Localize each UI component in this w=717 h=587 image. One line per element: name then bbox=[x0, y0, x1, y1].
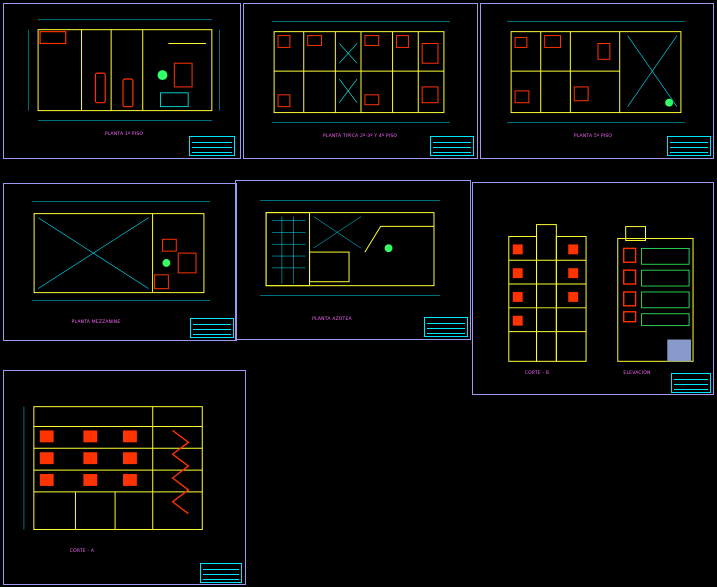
sheet-caption: PLANTA AZOTEA bbox=[312, 317, 352, 322]
sheet-planta-tipica[interactable]: PLANTA TIPICA 2º-3º Y 4º PISO bbox=[243, 3, 478, 159]
sheet-caption: PLANTA 1º PISO bbox=[104, 132, 144, 137]
sheet-corte-b-elevacion[interactable]: CORTE - B ELEVACION bbox=[472, 182, 714, 395]
sheet-caption: PLANTA TIPICA 2º-3º Y 4º PISO bbox=[322, 134, 398, 139]
floor-plan-5-drawing bbox=[507, 21, 685, 123]
sheet-planta-azotea[interactable]: PLANTA AZOTEA bbox=[235, 180, 471, 340]
title-block bbox=[430, 136, 474, 156]
sheet-caption: CORTE - A bbox=[69, 549, 95, 554]
sheet-planta-5-piso[interactable]: PLANTA 5º PISO bbox=[480, 3, 714, 159]
sheet-caption: CORTE - B bbox=[524, 371, 550, 376]
floor-plan-roof-drawing bbox=[260, 200, 440, 296]
floor-plan-mezzanine-drawing bbox=[32, 201, 210, 301]
sheet-planta-1-piso[interactable]: PLANTA 1º PISO bbox=[3, 3, 241, 159]
sheet-corte-a[interactable]: CORTE - A bbox=[3, 370, 246, 585]
title-block bbox=[200, 563, 242, 583]
title-block bbox=[671, 373, 711, 393]
title-block bbox=[424, 317, 468, 337]
sheet-caption: PLANTA MEZZANINE bbox=[71, 320, 121, 325]
title-block bbox=[667, 136, 711, 156]
floor-plan-typical-drawing bbox=[272, 21, 450, 123]
sheet-planta-mezzanine[interactable]: PLANTA MEZZANINE bbox=[3, 183, 237, 341]
sheet-caption-elevation: ELEVACION bbox=[623, 371, 651, 376]
floor-plan-1-drawing bbox=[27, 19, 220, 121]
section-a-drawing bbox=[23, 406, 203, 531]
section-b-elevation-drawing bbox=[508, 224, 694, 362]
title-block bbox=[189, 136, 235, 156]
sheet-caption: PLANTA 5º PISO bbox=[573, 134, 613, 139]
title-block bbox=[190, 318, 234, 338]
